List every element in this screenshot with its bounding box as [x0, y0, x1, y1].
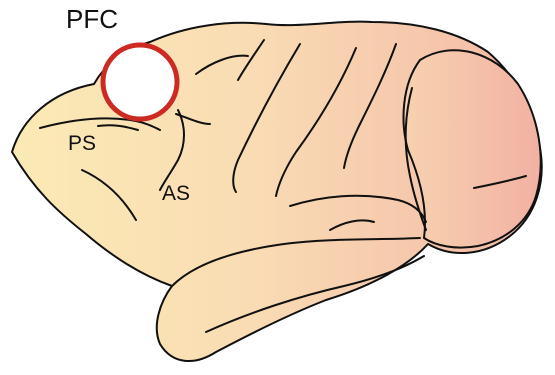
label-as: AS	[162, 182, 190, 205]
pfc-marker-circle	[103, 45, 177, 119]
label-ps: PS	[68, 132, 96, 155]
label-pfc: PFC	[66, 4, 118, 34]
